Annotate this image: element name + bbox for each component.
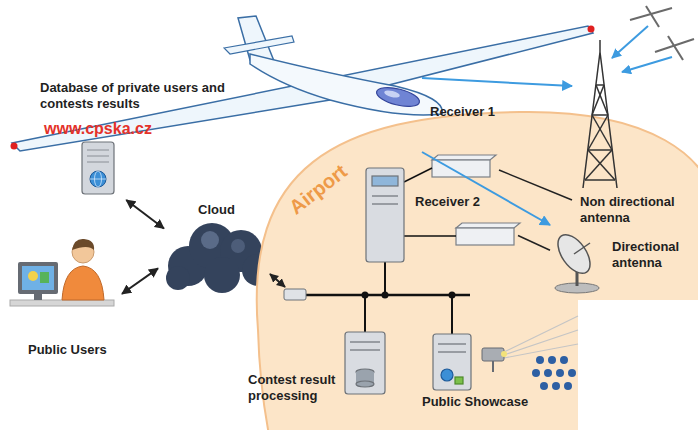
antenna-tower-node: Non directional antenna	[572, 48, 687, 238]
web-server	[82, 142, 114, 194]
server-node: Public Showcase	[418, 322, 533, 414]
dish-antenna-node: Directional antenna	[550, 225, 690, 297]
node-label: Public Users	[28, 342, 107, 358]
node-label: Receiver 1	[430, 104, 495, 120]
node-label: Contest result processing	[248, 372, 343, 404]
router	[284, 289, 306, 300]
dish-antenna	[552, 229, 599, 293]
connector-line	[499, 170, 572, 200]
node-label: Non directional antenna	[580, 194, 684, 226]
node-label: Cloud	[198, 202, 235, 218]
receiver-box: Receiver 1	[426, 102, 499, 182]
antenna-tower	[583, 40, 617, 188]
node-label: Public Showcase	[422, 394, 528, 410]
connector-line	[422, 78, 572, 86]
public-user-figure	[10, 239, 114, 306]
node-label: www.cpska.cz	[44, 120, 152, 138]
node-label: Receiver 2	[415, 194, 480, 210]
connector-line	[126, 200, 164, 229]
connector-line	[518, 236, 550, 251]
server-node: Contest result processing	[244, 322, 394, 414]
node-label: Database of private users and contests r…	[40, 80, 245, 112]
connector-line	[122, 268, 158, 293]
web-server-node: www.cpska.cz	[40, 118, 155, 200]
projector-and-audience	[482, 316, 578, 390]
public-users-node: Public Users	[10, 238, 122, 362]
airport-region: AirportReceiver 1Receiver 2Non direction…	[255, 100, 698, 430]
receiver-box: Receiver 2	[412, 192, 518, 250]
connector-line	[422, 152, 550, 225]
node-label: Directional antenna	[612, 239, 687, 271]
